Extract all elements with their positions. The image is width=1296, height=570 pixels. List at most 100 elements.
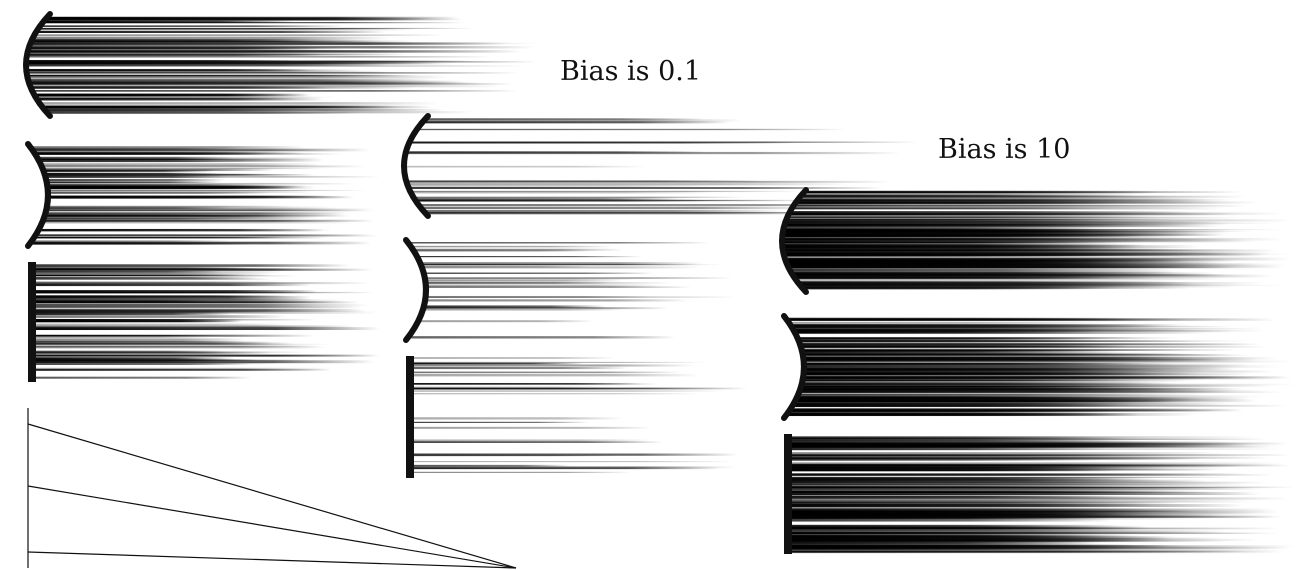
default-concave-hair-50 [47,182,356,185]
high-bias-flat-hair-106 [791,505,1127,509]
default-convex-hair-60 [27,60,476,62]
high-bias-flat-hair-94 [791,528,1149,530]
low-bias-flat-hair-6 [413,461,735,463]
high-bias-concave-hair-89 [804,364,1248,367]
high-bias-concave-hair-147 [792,402,1227,405]
high-bias-convex-hair-116 [800,195,1246,198]
default-convex-hair-45 [43,20,295,23]
high-bias-convex-hair-104 [788,216,1160,218]
stroke-concave-high-bias-svg [781,313,1296,421]
low-bias-flat-hair-13 [413,390,726,392]
default-convex-hair-56 [30,83,513,85]
default-convex-hair-38 [32,39,308,42]
default-flat-hair-8 [35,264,350,267]
high-bias-convex-hair-93 [790,212,1235,216]
high-bias-flat-hair-131 [791,518,1191,520]
default-flat-hair-53 [35,266,251,269]
high-bias-flat-hair-115 [791,459,1101,462]
high-bias-convex-hair-136 [783,235,1162,237]
high-bias-convex-hair-92 [801,194,1139,197]
high-bias-flat-hair-147 [791,473,1211,476]
default-concave-hair-62 [32,237,329,239]
low-bias-concave-hair-22 [424,272,654,274]
diagram-ray-3 [27,551,517,569]
default-flat-hair-61 [35,290,319,293]
stroke-panel-concave-default [20,140,382,250]
default-concave-hair-33 [46,209,368,212]
low-bias-concave-hair-3 [425,278,638,280]
default-convex-hair-61 [28,75,449,79]
default-flat-hair-62 [35,320,241,323]
default-flat-hair-55 [35,325,354,328]
default-convex-hair-64 [43,107,307,110]
low-bias-flat-hair-18 [413,466,737,469]
default-convex-hair-35 [27,64,390,67]
high-bias-concave-hair-114 [804,362,1143,365]
high-bias-flat-hair-36 [791,473,1249,475]
low-bias-concave-hair-7 [425,277,733,279]
high-bias-flat-hair-112 [791,551,1239,553]
high-bias-flat-hair-100 [791,545,1183,547]
default-concave-hair-31 [48,190,314,193]
low-bias-flat-hair-8 [413,464,571,467]
high-bias-concave-hair-146 [803,379,1195,382]
high-bias-flat-hair-125 [791,469,1221,471]
default-convex-hair-52 [29,78,432,82]
high-bias-flat-hair-97 [791,519,1114,522]
default-flat-hair-54 [35,369,333,371]
default-concave-hair-38 [45,212,349,214]
high-bias-concave-hair-15 [793,401,1140,404]
high-bias-convex-hair-120 [784,229,1232,231]
low-bias-convex-hair-9 [410,187,883,189]
low-bias-convex-hair-23 [407,151,708,154]
default-convex-edge [23,11,53,119]
high-bias-flat-hair-52 [791,508,1188,512]
default-convex-hair-18 [35,34,444,36]
high-bias-flat-hair-127 [791,537,1171,541]
high-bias-flat-hair-102 [791,477,1158,481]
high-bias-concave-hair-139 [802,349,1102,352]
default-concave-hair-63 [48,187,241,190]
high-bias-flat-hair-98 [791,503,1154,507]
high-bias-concave-edge [781,313,807,421]
low-bias-convex-hair-19 [423,119,743,122]
stroke-concave-low-bias-svg [403,237,738,343]
default-flat-hair-30 [35,342,295,345]
default-convex-hair-46 [38,29,394,31]
high-bias-convex-hair-141 [785,253,1263,257]
low-bias-flat-hair-20 [413,467,721,470]
low-bias-convex-hair-7 [407,180,762,182]
default-concave-hair-64 [43,169,215,173]
low-bias-convex-hair-14 [425,211,818,215]
high-bias-concave-hair-137 [803,376,1295,379]
stroke-flat-low-bias-svg [406,356,748,478]
low-bias-concave-hair-2 [426,286,692,288]
high-bias-flat-hair-107 [791,511,1150,514]
high-bias-concave-hair-129 [800,388,1204,390]
high-bias-flat-hair-90 [791,510,1214,512]
low-bias-concave-hair-4 [417,320,594,323]
stroke-panel-convex-high-bias [776,186,1296,296]
stroke-panel-flat-high-bias [782,430,1296,558]
bias-high-label: Bias is 10 [938,134,1071,165]
default-concave-hair-45 [37,158,221,162]
high-bias-convex-hair-145 [798,281,1194,284]
high-bias-concave-hair-148 [802,382,1153,386]
default-flat-hair-21 [35,315,287,318]
default-convex-hair-47 [27,69,323,71]
default-flat-hair-63 [35,359,310,361]
default-convex-hair-12 [27,70,390,74]
default-concave-hair-51 [37,158,238,160]
low-bias-convex-hair-25 [419,204,911,207]
high-bias-convex-hair-25 [791,211,1194,214]
high-bias-flat-hair-122 [791,530,1226,533]
low-bias-concave-hair-14 [426,295,651,298]
high-bias-concave-hair-82 [803,354,1251,356]
default-convex-hair-59 [27,62,453,65]
high-bias-flat-hair-72 [791,524,1121,527]
low-bias-concave-hair-18 [406,336,675,339]
high-bias-flat-hair-144 [791,442,1288,446]
low-bias-concave-hair-16 [424,305,606,308]
default-flat-hair-65 [35,345,320,348]
default-flat-hair-52 [35,327,380,331]
